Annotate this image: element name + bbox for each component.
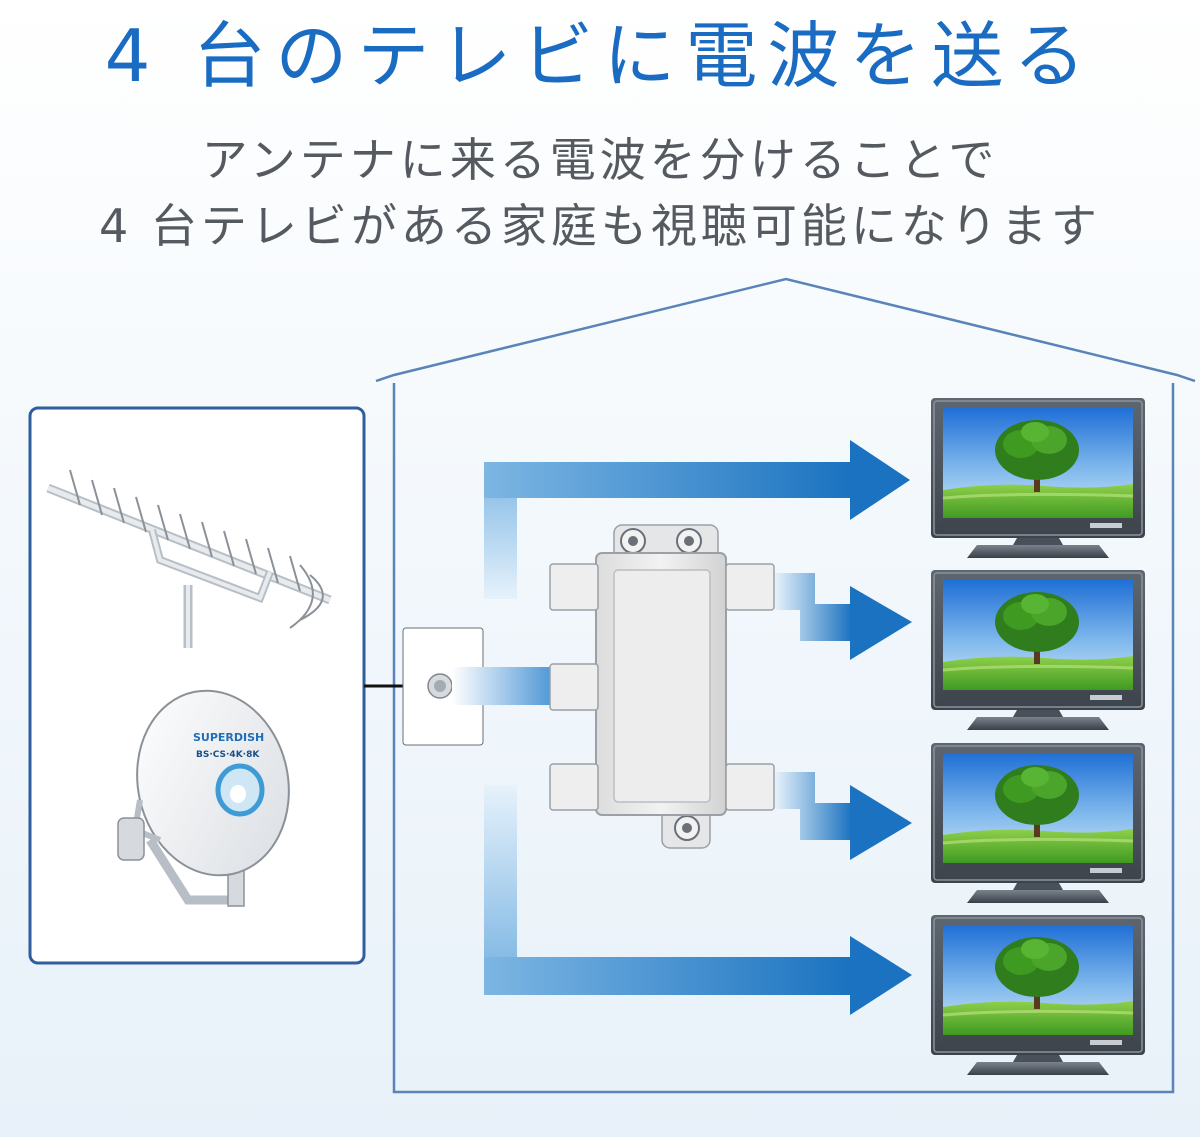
house-roof <box>375 277 1196 383</box>
arrow-tv-2 <box>850 586 912 660</box>
output-4-vertical <box>484 785 517 975</box>
satellite-dish: SUPERDISH BS·CS·4K·8K <box>117 689 290 907</box>
subtitle-line-1: アンテナに来る電波を分けることで <box>201 133 999 187</box>
house-outline <box>392 383 1175 1094</box>
subtitle-line-2: 4 台テレビがある家庭も視聴可能になります <box>99 199 1101 253</box>
tv-1 <box>929 396 1147 560</box>
tv-2 <box>929 568 1147 732</box>
page-title: 4 台のテレビに電波を送る <box>104 14 1096 98</box>
antenna-box <box>28 406 366 965</box>
splitter <box>549 524 775 849</box>
output-2-flow <box>775 573 852 641</box>
output-4-horizontal <box>484 957 854 995</box>
arrow-tv-3 <box>850 785 912 860</box>
tv-4 <box>929 913 1147 1077</box>
dish-brand-line1: SUPERDISH <box>193 731 264 744</box>
output-1-horizontal <box>484 462 854 498</box>
uhf-antenna <box>46 469 332 648</box>
outlet-connector-core <box>434 680 446 692</box>
dish-brand-line2: BS·CS·4K·8K <box>196 750 260 760</box>
input-flow <box>452 667 552 705</box>
tv-3 <box>929 741 1147 905</box>
arrow-tv-4 <box>850 936 912 1015</box>
output-3-flow <box>775 772 852 840</box>
arrow-tv-1 <box>850 440 910 520</box>
